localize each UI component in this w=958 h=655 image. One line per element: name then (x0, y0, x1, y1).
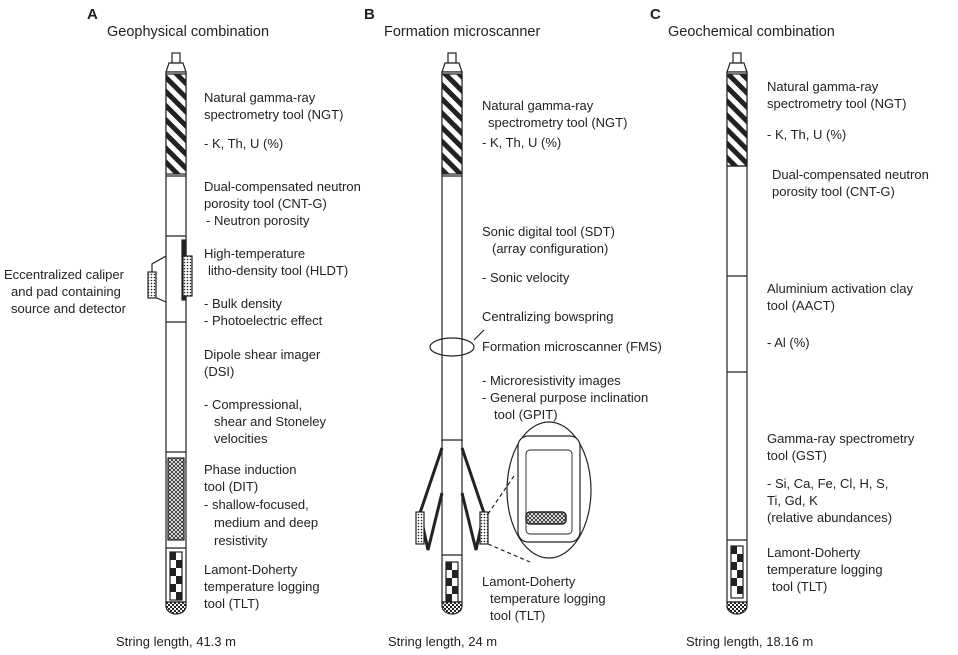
panel-c-label: tool (TLT) (772, 579, 828, 594)
panel-c-label: - Si, Ca, Fe, Cl, H, S, (767, 476, 889, 491)
panel-a-label: Natural gamma-ray (204, 90, 316, 105)
panel-a-label: tool (DIT) (204, 479, 259, 494)
caliper-label: Eccentralized caliper (4, 267, 124, 282)
tool-b-fms-pad-left (415, 511, 425, 545)
panel-a-label: spectrometry tool (NGT) (204, 107, 344, 122)
panel-a-label: resistivity (214, 533, 268, 548)
panel-b-letter: B (364, 6, 375, 23)
panel-c-label: temperature logging (767, 562, 883, 577)
panel-c-label: Ti, Gd, K (767, 493, 818, 508)
tool-b-bowspring (429, 337, 475, 357)
tool-a-top-cone (165, 62, 187, 73)
panel-a-string-length: String length, 41.3 m (116, 634, 236, 649)
panel-b-label: - Sonic velocity (482, 270, 570, 285)
panel-b-label: Lamont-Doherty (482, 574, 576, 589)
panel-c-label: porosity tool (CNT-G) (772, 184, 895, 199)
panel-a-label: - K, Th, U (%) (204, 136, 284, 151)
tool-a-hldt-pad (182, 255, 193, 297)
tool-c-top-cap (732, 52, 742, 64)
panel-c-title: Geochemical combination (668, 24, 835, 40)
tool-string-a (147, 52, 193, 615)
caliper-label: source and detector (11, 301, 126, 316)
panel-b-label: spectrometry tool (NGT) (488, 115, 628, 130)
panel-b-label: - Microresistivity images (482, 373, 621, 388)
panel-a-label: Lamont-Doherty (204, 562, 298, 577)
panel-c-label: - K, Th, U (%) (767, 127, 847, 142)
panel-a-label: velocities (214, 431, 268, 446)
panel-a-label: - Compressional, (204, 397, 303, 412)
panel-b-label: tool (GPIT) (494, 407, 558, 422)
panel-b-label: Formation microscanner (FMS) (482, 339, 662, 354)
panel-b-label: - General purpose inclination (482, 390, 649, 405)
panel-a-letter: A (87, 6, 98, 23)
panel-c-label: - Al (%) (767, 335, 810, 350)
panel-c-string-length: String length, 18.16 m (686, 634, 814, 649)
panel-c-label: Gamma-ray spectrometry (767, 431, 915, 446)
panel-a-label: - Bulk density (204, 296, 283, 311)
tool-string-c (726, 52, 748, 615)
tool-b-ngt-section (441, 73, 463, 175)
panel-b-label: - K, Th, U (%) (482, 135, 562, 150)
panel-c-label: tool (GST) (767, 448, 827, 463)
panel-b-label: temperature logging (490, 591, 606, 606)
panel-b-label: (array configuration) (492, 241, 609, 256)
panel-b-label: Natural gamma-ray (482, 98, 594, 113)
panel-a-label: Dual-compensated neutron (204, 179, 361, 194)
panel-c-label: (relative abundances) (767, 510, 893, 525)
panel-a-label: Dipole shear imager (204, 347, 321, 362)
panel-a-label: shear and Stoneley (214, 414, 327, 429)
tool-a-top-cap (171, 52, 181, 64)
panel-a-label: (DSI) (204, 364, 235, 379)
panel-b-string-length: String length, 24 m (388, 634, 498, 649)
panel-a-label: - Photoelectric effect (204, 313, 323, 328)
panel-a-title: Geophysical combination (107, 24, 270, 40)
panel-a-label: temperature logging (204, 579, 320, 594)
panel-a-label: porosity tool (CNT-G) (204, 196, 327, 211)
panel-a-label: medium and deep (214, 515, 319, 530)
panel-b-label: Centralizing bowspring (482, 309, 614, 324)
panel-b-label: tool (TLT) (490, 608, 546, 623)
tool-b-fms-pad-right (479, 511, 489, 545)
panel-a-label: tool (TLT) (204, 596, 260, 611)
panel-c-label: Lamont-Doherty (767, 545, 861, 560)
panel-b-label: Sonic digital tool (SDT) (482, 224, 615, 239)
tool-a-ngt-section (165, 73, 187, 175)
panel-a-label: litho-density tool (HLDT) (208, 263, 349, 278)
panel-a-label: Phase induction (204, 462, 297, 477)
tool-b-top-cap (447, 52, 457, 64)
tool-c-ngt-section (726, 73, 748, 167)
tool-a-bottom-cap (165, 601, 187, 615)
caliper-label: and pad containing (11, 284, 121, 299)
panel-a-label: High-temperature (204, 246, 306, 261)
tool-a-caliper-pad (147, 271, 157, 299)
panel-a-label: - shallow-focused, (204, 497, 309, 512)
panel-b-title: Formation microscanner (384, 24, 541, 40)
fms-electrode-array (525, 511, 567, 525)
panel-c-label: spectrometry tool (NGT) (767, 96, 907, 111)
panel-c-label: tool (AACT) (767, 298, 835, 313)
tool-string-b (415, 52, 592, 615)
panel-a-label: - Neutron porosity (206, 213, 310, 228)
panel-c-label: Natural gamma-ray (767, 79, 879, 94)
panel-c-label: Aluminium activation clay (767, 281, 913, 296)
panel-c-letter: C (650, 6, 661, 23)
tool-a-dit-section (167, 457, 185, 541)
panel-c-label: Dual-compensated neutron (772, 167, 929, 182)
